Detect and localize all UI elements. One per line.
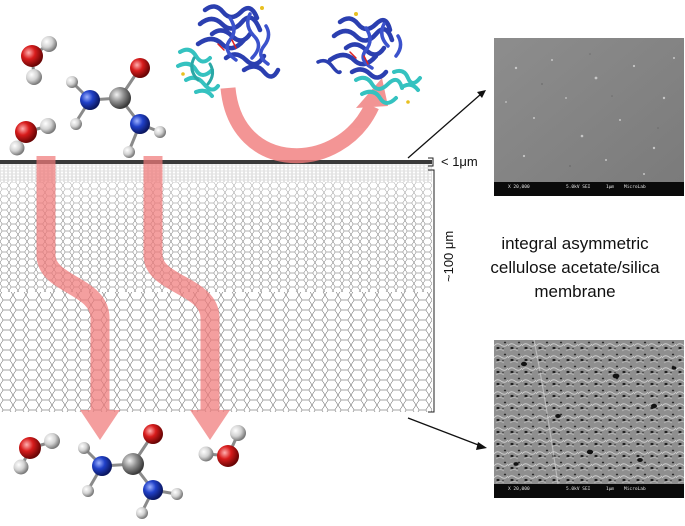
caption-line-1: integral asymmetric — [501, 234, 649, 253]
caption-line-2: cellulose acetate/silica — [490, 258, 660, 277]
sem-skin-texture — [494, 38, 684, 196]
protein-structure-right — [316, 12, 422, 105]
water-molecule-bottom-1 — [13, 433, 60, 475]
water-molecule-bottom-2 — [198, 425, 246, 467]
caption-line-3: membrane — [534, 282, 616, 301]
water-molecule-top-2 — [9, 118, 56, 156]
urea-molecule-bottom — [78, 424, 183, 519]
permeation-flow-arrow-left — [36, 156, 120, 440]
sem-info-bar-bottom: X 20,000 5.0kV SEI 1µm MicroLab — [494, 484, 684, 498]
pointer-arrowhead-bottom — [476, 442, 487, 450]
skin-thickness-label: < 1μm — [441, 154, 478, 169]
water-molecule-top-1 — [21, 36, 57, 85]
sem-image-porous-support: X 20,000 5.0kV SEI 1µm MicroLab — [494, 340, 684, 498]
pointer-line-bottom — [407, 417, 482, 447]
membrane-thickness-label: ~100 μm — [441, 230, 456, 282]
sem-image-skin-surface: X 20,000 5.0kV SEI 1µm MicroLab — [494, 38, 684, 196]
membrane-skin-layer — [0, 160, 432, 164]
protein-rejection-arrow — [220, 78, 388, 164]
pointer-arrowhead-top — [477, 90, 486, 98]
urea-molecule-top — [66, 58, 166, 158]
membrane-caption: integral asymmetric cellulose acetate/si… — [490, 232, 660, 304]
pointer-line-top — [407, 93, 482, 159]
permeation-flow-arrow-right — [143, 156, 230, 440]
skin-thickness-bracket — [428, 157, 434, 167]
membrane-thickness-bracket — [428, 169, 435, 413]
sem-info-bar-top: X 20,000 5.0kV SEI 1µm MicroLab — [494, 182, 684, 196]
protein-structure-left — [176, 4, 281, 98]
sem-porous-texture — [494, 340, 684, 498]
